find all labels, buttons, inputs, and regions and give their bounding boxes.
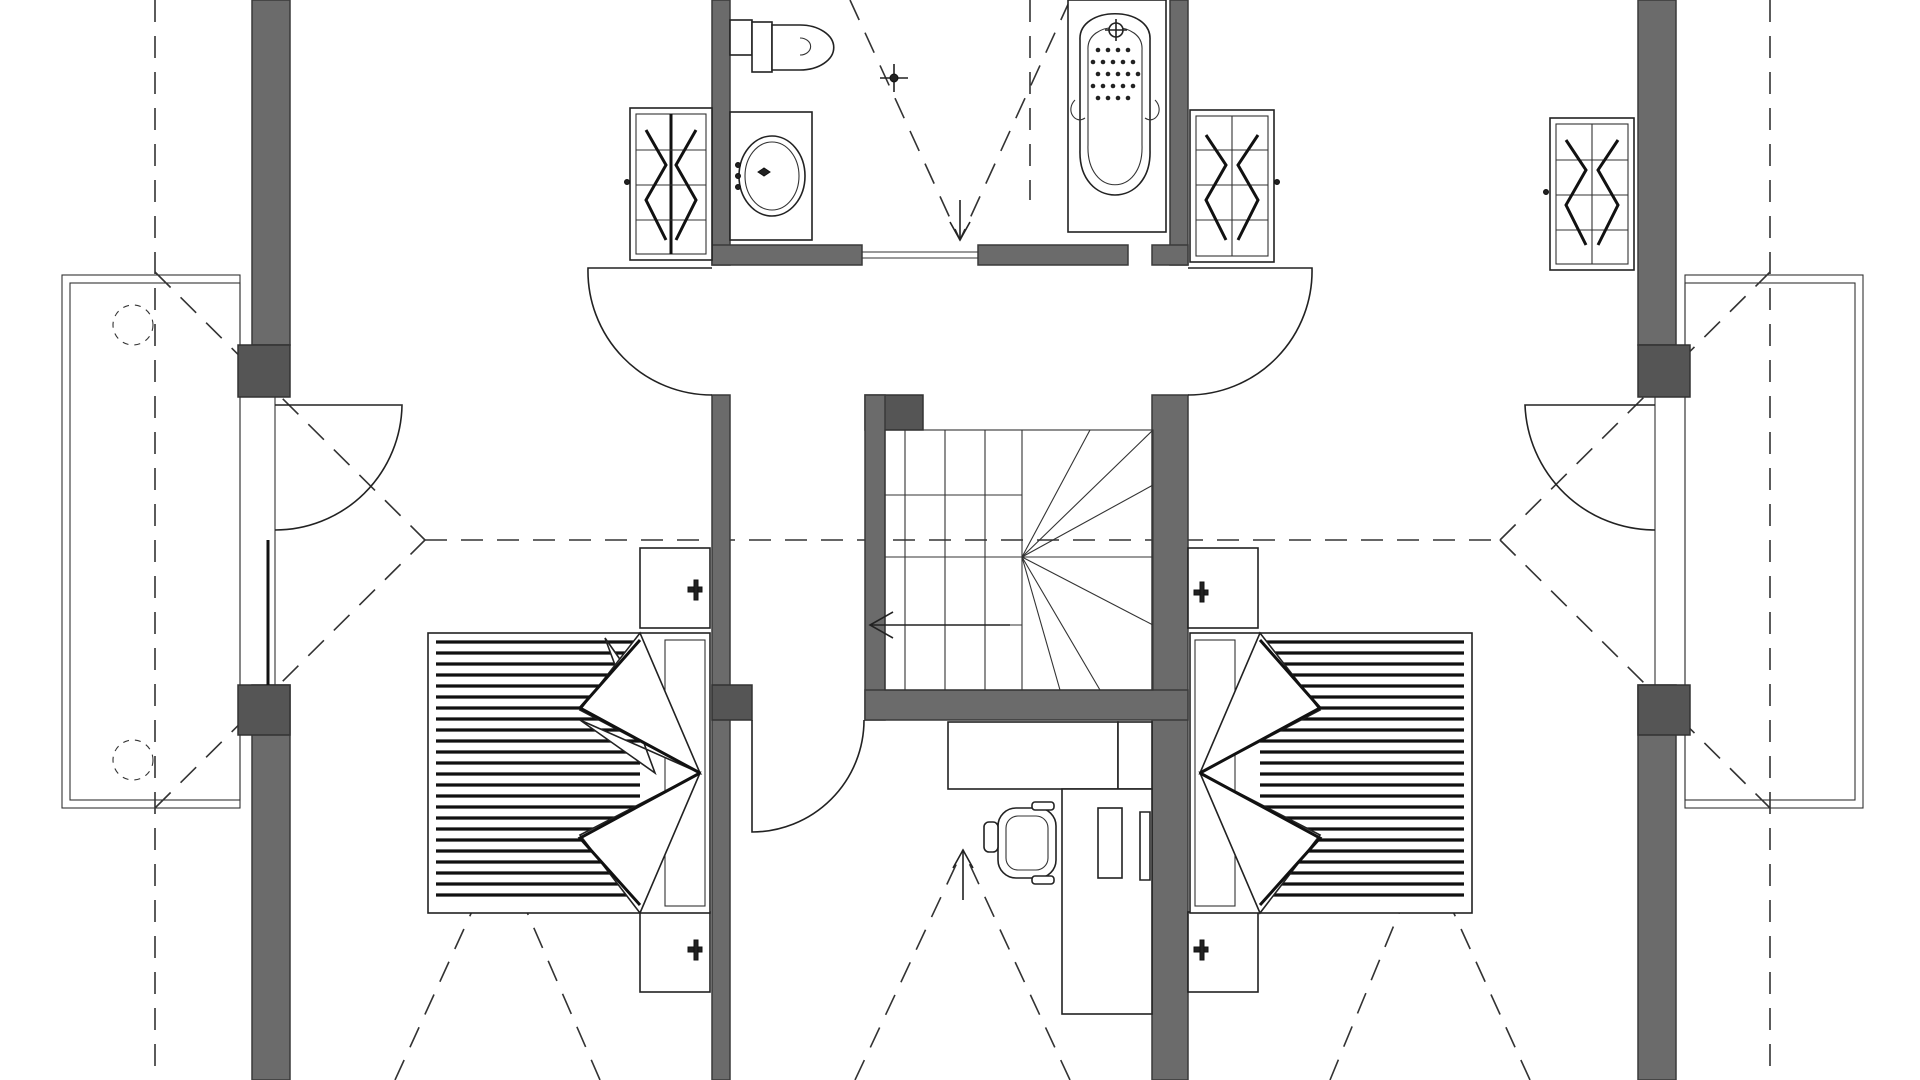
nightstand-right-bottom <box>1187 911 1259 993</box>
left-balcony <box>61 274 241 809</box>
roof-slope-lines <box>154 0 1771 1080</box>
right-balcony <box>1684 274 1864 809</box>
toilet <box>729 19 835 73</box>
study-door <box>751 719 865 833</box>
interior-walls <box>711 0 1189 1080</box>
double-bed-right <box>1189 631 1473 915</box>
sink <box>729 111 813 241</box>
wardrobe-left <box>624 107 713 261</box>
nightstand-right-top <box>1187 547 1259 629</box>
double-bed-left <box>427 631 711 915</box>
balcony-door-left <box>274 404 403 531</box>
bathroom-door-swings <box>587 251 1313 396</box>
staircase <box>868 429 1154 691</box>
floor-drain <box>880 64 908 92</box>
wardrobe-right-room <box>1543 117 1635 271</box>
exterior-walls <box>237 0 1691 1080</box>
balcony-door-right <box>1524 404 1656 531</box>
shower-drain-dots <box>1090 47 1141 101</box>
desk-top <box>947 721 1153 790</box>
bathtub <box>1067 0 1167 233</box>
wardrobe-bathroom-right <box>1189 109 1280 263</box>
office-chair <box>983 801 1057 885</box>
desk <box>1061 788 1153 1015</box>
nightstand-left-top <box>639 547 711 629</box>
nightstand-left-bottom <box>639 911 711 993</box>
